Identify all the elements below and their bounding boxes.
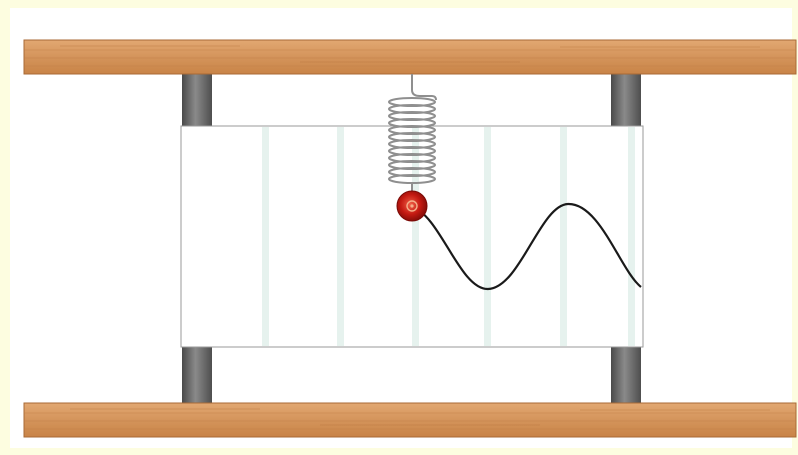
oscillating-mass bbox=[396, 190, 428, 222]
paper-stripe bbox=[560, 127, 567, 346]
paper-stripe bbox=[337, 127, 344, 346]
post-bottom-left bbox=[182, 346, 212, 404]
paper-stripe bbox=[412, 127, 419, 346]
post-bottom-right bbox=[611, 346, 641, 404]
paper-stripe bbox=[628, 127, 635, 346]
oscillation-trace bbox=[411, 202, 642, 291]
paper-strip bbox=[180, 125, 644, 348]
post-top-left bbox=[182, 72, 212, 128]
top-wood-beam bbox=[23, 39, 797, 75]
post-top-right bbox=[611, 72, 641, 128]
spring bbox=[388, 74, 437, 194]
paper-stripe bbox=[484, 127, 491, 346]
bottom-wood-beam bbox=[23, 402, 797, 438]
paper-stripe bbox=[262, 127, 269, 346]
